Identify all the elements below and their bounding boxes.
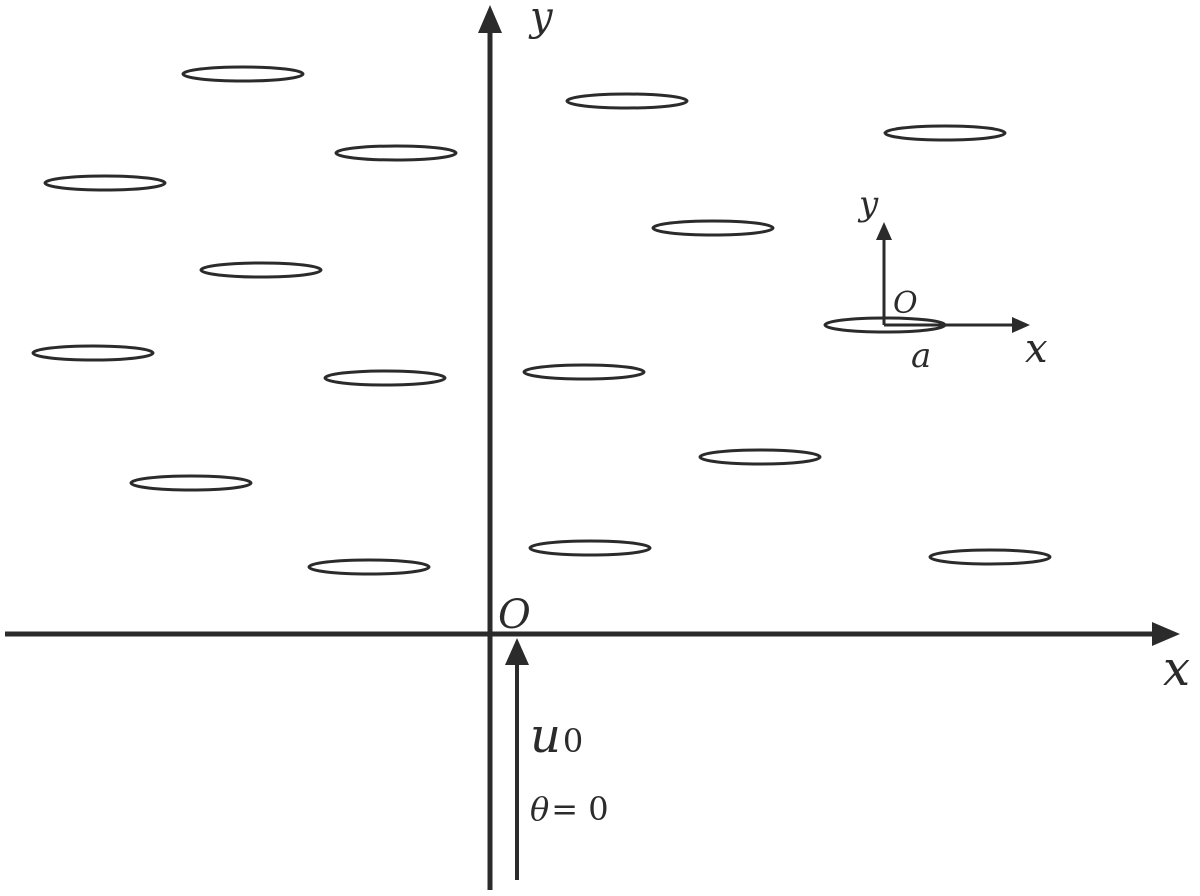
- incident-wave-subscript: 0: [563, 722, 583, 760]
- crack: [883, 124, 1007, 142]
- cracks: [31, 65, 1052, 576]
- crack: [334, 144, 458, 162]
- crack: [307, 558, 431, 576]
- incident-wave-arrowhead: [505, 638, 529, 665]
- main-origin-label: O: [498, 592, 531, 638]
- inset-y-label: y: [857, 184, 879, 224]
- main-y-arrowhead: [478, 5, 502, 33]
- crack: [651, 219, 775, 237]
- inset-origin-label: O: [893, 286, 918, 321]
- crack: [199, 261, 323, 279]
- crack: [43, 174, 167, 192]
- main-x-arrowhead: [1152, 622, 1180, 646]
- main-x-label: x: [1163, 641, 1190, 697]
- inset-y-arrowhead: [876, 222, 892, 240]
- crack: [323, 369, 447, 387]
- main-y-label: y: [528, 0, 554, 40]
- inset-x-arrowhead: [1012, 317, 1030, 333]
- incident-wave-label: u0: [530, 708, 583, 764]
- crack: [928, 548, 1052, 566]
- crack: [565, 92, 689, 110]
- crack: [129, 474, 253, 492]
- incidence-angle-symbol: θ: [530, 790, 549, 828]
- inset-x-label: x: [1025, 326, 1048, 372]
- crack: [698, 448, 822, 466]
- crack-half-length-label: a: [911, 336, 931, 376]
- incidence-angle-label: θ= 0: [530, 790, 609, 828]
- crack: [528, 539, 652, 557]
- crack: [31, 344, 155, 362]
- incidence-angle-value: = 0: [551, 790, 608, 828]
- incident-wave-symbol: u: [530, 708, 561, 764]
- crack: [522, 363, 646, 381]
- crack: [181, 65, 305, 83]
